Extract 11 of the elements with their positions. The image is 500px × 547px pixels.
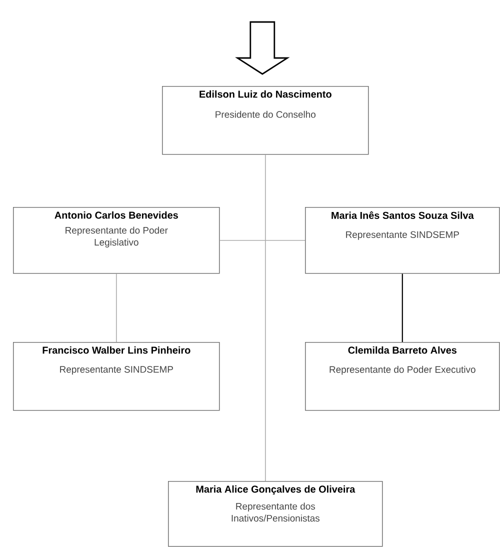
block-arrow [235, 21, 290, 75]
person-box: Antonio Carlos Benevides Representante do Poder Legislativo [13, 207, 220, 274]
connector-line [402, 274, 403, 342]
person-box: Edilson Luiz do Nascimento Presidente do Conselho [162, 86, 369, 155]
person-box: Maria Inês Santos Souza Silva Representante SINDSEMP [305, 207, 500, 274]
person-box: Clemilda Barreto Alves Representante do Poder Executivo [305, 342, 500, 411]
connector-line [219, 240, 306, 241]
connector-line [116, 273, 117, 342]
person-box: Maria Alice Gonçalves de Oliveira Representante dos Inativos/Pensionistas [168, 481, 383, 547]
connector-line [265, 154, 266, 482]
person-box: Francisco Walber Lins Pinheiro Representante SINDSEMP [13, 342, 220, 411]
